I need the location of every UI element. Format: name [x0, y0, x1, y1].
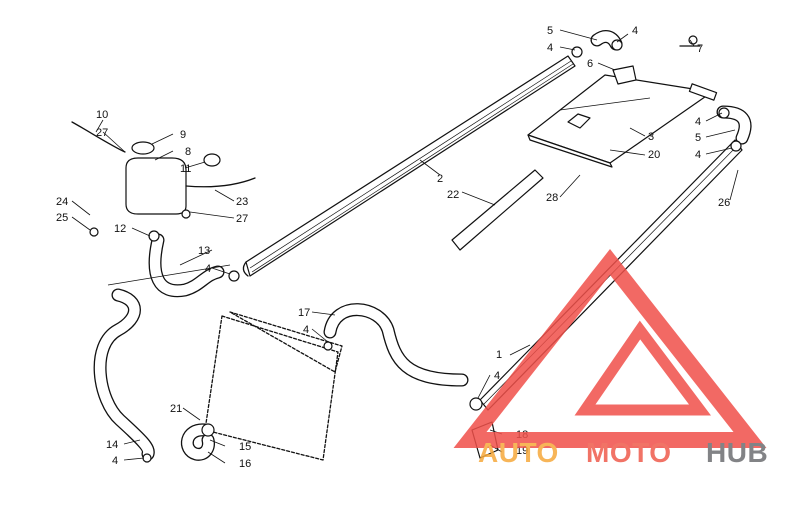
callout-23: 23 [236, 196, 248, 208]
callout-4-top-left: 4 [547, 42, 553, 54]
coolant-reservoir [125, 141, 221, 215]
callout-15: 15 [239, 441, 251, 453]
callout-4-lower-right: 4 [494, 370, 500, 382]
callout-11: 11 [180, 163, 191, 175]
leader-lines [71, 29, 739, 464]
callout-26: 26 [718, 197, 730, 209]
callout-1: 1 [496, 349, 502, 361]
watermark-word-auto: AUTO [478, 437, 559, 468]
callout-27-top: 27 [96, 127, 108, 139]
callout-4-hose-17: 4 [303, 324, 309, 336]
callout-2: 2 [437, 173, 443, 185]
callout-13: 13 [198, 245, 210, 257]
callout-5-top: 5 [547, 25, 553, 37]
callout-4-right-upper: 4 [695, 116, 701, 128]
mounting-bar [451, 169, 544, 251]
callout-16: 16 [239, 458, 251, 470]
callout-12: 12 [114, 223, 126, 235]
callout-6: 6 [587, 58, 593, 70]
callout-14: 14 [106, 439, 118, 451]
coolant-tube-upper [242, 55, 576, 277]
callout-22: 22 [447, 189, 459, 201]
callout-9: 9 [180, 129, 186, 141]
automotohub-watermark: AUTO MOTO HUB [453, 249, 768, 468]
callout-8: 8 [185, 146, 191, 158]
watermark-inner-triangle-icon [574, 320, 711, 416]
radiator-outline [204, 311, 343, 461]
watermark-triangle-icon [453, 249, 767, 448]
watermark-word-hub: HUB [706, 437, 768, 468]
callout-7: 7 [697, 43, 703, 55]
callout-25: 25 [56, 212, 68, 224]
callout-3: 3 [648, 131, 654, 143]
callout-4-right-lower: 4 [695, 149, 701, 161]
callout-4-center-left: 4 [205, 263, 211, 275]
callout-10: 10 [96, 109, 108, 121]
heat-exchanger-panel [527, 65, 718, 168]
watermark-word-moto: MOTO [586, 437, 671, 468]
callout-28: 28 [546, 192, 558, 204]
callout-labels: 1 2 3 4 4 4 4 4 4 4 4 5 5 6 7 8 9 10 11 … [56, 25, 730, 470]
callout-4-top-mid: 4 [632, 25, 638, 37]
callout-5-right: 5 [695, 132, 701, 144]
callout-4-bottom-left: 4 [112, 455, 118, 467]
callout-21: 21 [170, 403, 182, 415]
callout-24: 24 [56, 196, 68, 208]
callout-20: 20 [648, 149, 660, 161]
callout-27-bottom: 27 [236, 213, 248, 225]
callout-17: 17 [298, 307, 310, 319]
